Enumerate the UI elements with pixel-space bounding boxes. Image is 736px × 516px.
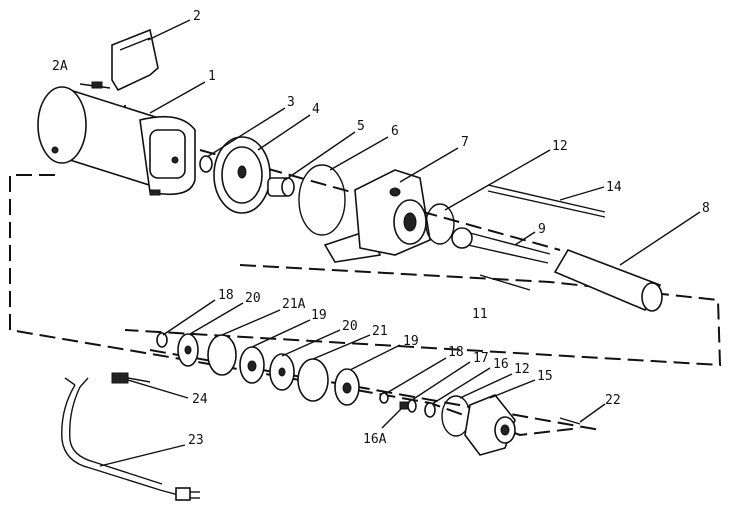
rod-part-14	[487, 184, 606, 218]
label-23: 23	[188, 433, 204, 448]
connector-part-24	[111, 372, 151, 384]
label-2a: 2A	[52, 59, 68, 74]
label-18-left: 18	[218, 288, 234, 303]
label-20-right: 20	[342, 319, 358, 334]
label-17: 17	[473, 351, 489, 366]
seal-part-5	[267, 177, 295, 197]
label-24: 24	[192, 392, 208, 407]
diffuser-part-21	[297, 358, 329, 402]
label-3: 3	[287, 95, 295, 110]
pump-body-part-7	[323, 169, 431, 263]
o-ring-part-6	[298, 164, 346, 236]
label-15: 15	[537, 369, 553, 384]
label-6: 6	[391, 124, 399, 139]
label-16a: 16A	[363, 432, 387, 447]
label-4: 4	[312, 102, 320, 117]
screw-part-22	[559, 417, 581, 425]
callout-labels: 1 2 2A 3 4 5 6 7 12 14 8 9 11 18 20 21A …	[52, 9, 710, 448]
label-19-right: 19	[403, 334, 419, 349]
spacer-part-19-right	[334, 368, 360, 406]
label-11: 11	[472, 307, 488, 322]
end-cap-part-15	[464, 394, 516, 456]
label-8: 8	[702, 201, 710, 216]
motor-part-1	[37, 86, 196, 196]
label-12-upper: 12	[552, 139, 568, 154]
tube-part-8	[553, 249, 663, 312]
label-21a: 21A	[282, 297, 306, 312]
o-ring-part-12-upper	[425, 203, 455, 245]
label-22: 22	[605, 393, 621, 408]
leader-lines	[99, 19, 701, 467]
venturi-part-9	[451, 227, 551, 264]
label-7: 7	[461, 135, 469, 150]
label-5: 5	[357, 119, 365, 134]
label-21: 21	[372, 324, 388, 339]
label-9: 9	[538, 222, 546, 237]
label-2: 2	[193, 9, 201, 24]
power-cord-part-23	[61, 377, 200, 501]
screw-part-2a	[79, 81, 111, 89]
washer-part-17	[407, 399, 417, 413]
label-19-left: 19	[311, 308, 327, 323]
diffuser-part-21a	[207, 334, 237, 376]
impeller-part-20-left	[177, 333, 199, 367]
capacitor-cover-part-2	[111, 28, 159, 92]
spacer-part-19-left	[239, 346, 265, 384]
label-14: 14	[606, 180, 622, 195]
ring-part-16	[424, 402, 436, 418]
label-18-right: 18	[448, 345, 464, 360]
washer-part-3	[199, 155, 213, 173]
washer-part-18-left	[156, 332, 168, 348]
label-20-left: 20	[245, 291, 261, 306]
seal-plate-part-4	[213, 136, 271, 214]
label-1: 1	[208, 69, 216, 84]
impeller-part-20-right	[269, 353, 295, 391]
label-12-lower: 12	[514, 362, 530, 377]
washer-part-18-right	[379, 392, 389, 404]
label-16: 16	[493, 357, 509, 372]
